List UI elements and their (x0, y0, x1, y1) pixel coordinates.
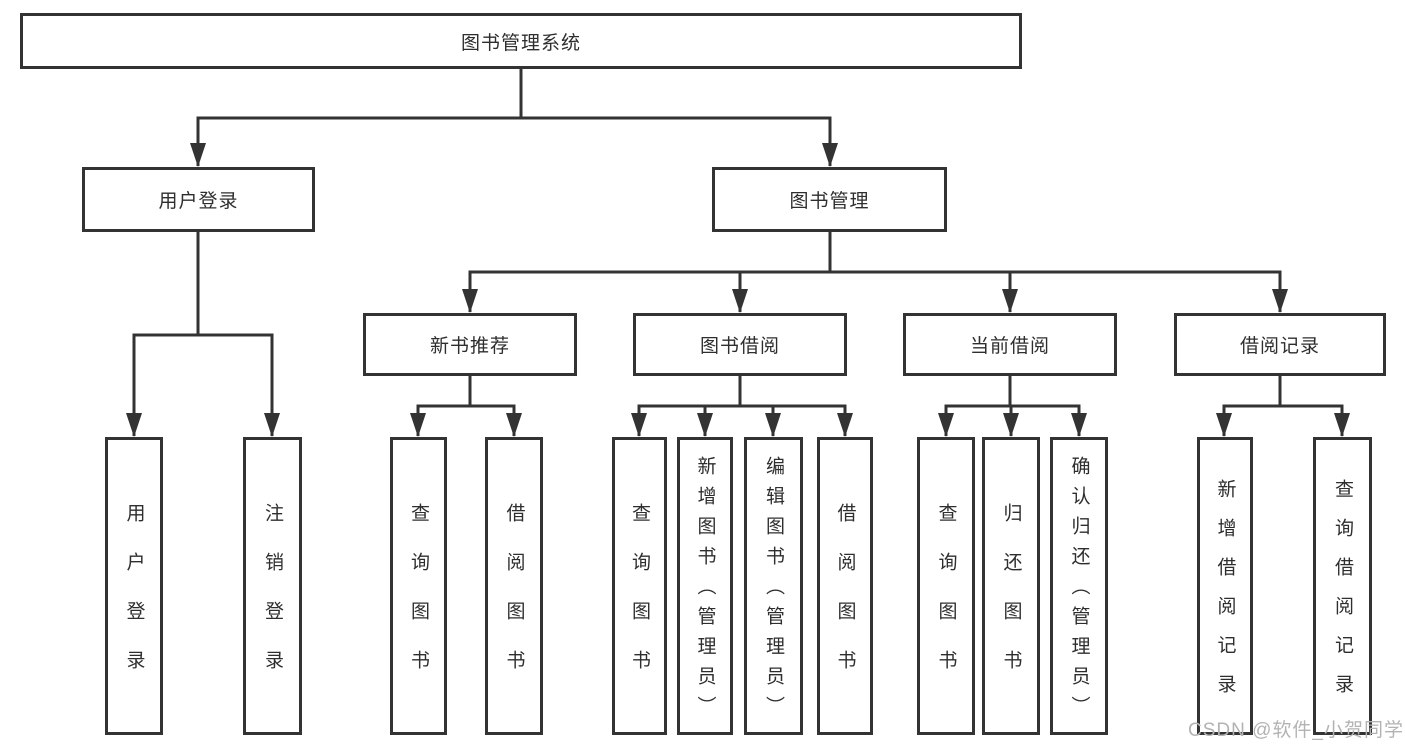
node-user-login: 用户登录 (82, 167, 315, 232)
leaf-query-books-current: 查询图书 (917, 437, 975, 735)
leaf-add-borrow-record: 新增借阅记录 (1197, 437, 1253, 735)
leaf-label: 查询图书 (935, 503, 957, 699)
leaf-return-books: 归还图书 (982, 437, 1040, 735)
connector-book-management-branch (462, 231, 1288, 313)
leaf-user-login: 用户登录 (105, 437, 163, 735)
node-current-borrowing: 当前借阅 (903, 313, 1117, 376)
node-label: 图书借阅 (699, 336, 780, 357)
leaf-edit-books-admin: 编辑图书（管理员） (744, 437, 803, 735)
node-new-book-recommend: 新书推荐 (363, 313, 577, 376)
node-root-system: 图书管理系统 (20, 13, 1022, 69)
leaf-label: 查询借阅记录 (1332, 479, 1353, 713)
leaf-query-borrow-record: 查询借阅记录 (1313, 437, 1372, 735)
leaf-label: 编辑图书（管理员） (763, 456, 784, 726)
leaf-borrow-books-recommend: 借阅图书 (485, 437, 543, 735)
leaf-label: 新增借阅记录 (1214, 479, 1236, 713)
node-label: 图书管理 (789, 191, 870, 212)
leaf-label: 借阅图书 (834, 503, 856, 699)
leaf-confirm-return-admin: 确认归还（管理员） (1050, 437, 1108, 735)
node-borrowing-records: 借阅记录 (1174, 313, 1386, 376)
leaf-label: 新增图书（管理员） (694, 456, 716, 726)
leaf-label: 查询图书 (629, 503, 650, 699)
leaf-label: 确认归还（管理员） (1068, 456, 1090, 726)
connector-borrowing-records-branch (1216, 375, 1350, 437)
leaf-borrow-books-borrowing: 借阅图书 (817, 437, 873, 735)
connector-book-borrowing-branch (631, 375, 853, 437)
leaf-label: 查询图书 (408, 503, 429, 699)
node-label: 借阅记录 (1239, 336, 1320, 357)
connector-user-login-branch (126, 231, 280, 437)
leaf-label: 注销登录 (262, 503, 283, 699)
connector-root-to-level2 (190, 68, 838, 167)
node-label: 用户登录 (158, 191, 239, 212)
leaf-query-books-recommend: 查询图书 (390, 437, 447, 735)
leaf-label: 借阅图书 (503, 503, 525, 699)
leaf-add-books-admin: 新增图书（管理员） (677, 437, 733, 735)
node-label: 图书管理系统 (460, 32, 581, 54)
node-book-borrowing: 图书借阅 (633, 313, 847, 376)
leaf-label: 用户登录 (123, 503, 145, 699)
node-label: 新书推荐 (429, 336, 510, 357)
leaf-logout-login: 注销登录 (243, 437, 302, 735)
connector-new-book-recommend-branch (410, 375, 522, 437)
node-label: 当前借阅 (969, 336, 1050, 357)
node-book-management: 图书管理 (712, 167, 947, 232)
leaf-label: 归还图书 (1000, 503, 1022, 699)
connector-current-borrowing-branch (938, 375, 1087, 437)
csdn-watermark: CSDN @软件_小贺同学 (1188, 720, 1404, 741)
leaf-query-books-borrowing: 查询图书 (612, 437, 667, 735)
